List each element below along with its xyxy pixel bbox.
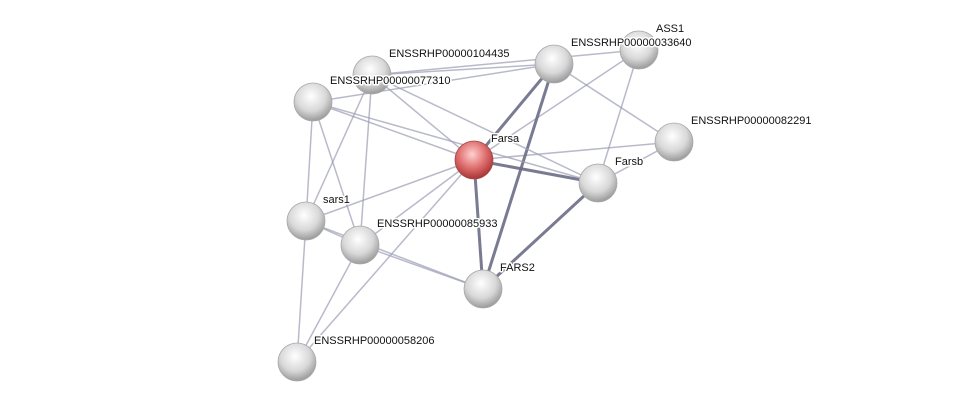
node-label-farsb: Farsb	[615, 156, 643, 168]
edge-n104435-ass1[interactable]	[371, 49, 640, 76]
node-label-n104435: ENSSRHP00000104435	[389, 48, 509, 60]
node-fars2[interactable]	[463, 269, 503, 309]
node-n85933[interactable]	[340, 225, 380, 265]
edge-farsa-fars2[interactable]	[472, 159, 485, 290]
node-label-n33640: ENSSRHP00000033640	[571, 37, 691, 49]
node-n104435[interactable]	[352, 55, 392, 95]
node-label-n77310: ENSSRHP00000077310	[330, 75, 450, 87]
node-n82291[interactable]	[654, 122, 694, 162]
node-label-n58206: ENSSRHP00000058206	[314, 335, 434, 347]
edge-sars1-n104435[interactable]	[305, 74, 373, 222]
edge-farsb-fars2[interactable]	[481, 181, 600, 291]
edge-farsa-n85933[interactable]	[359, 159, 475, 246]
edge-ass1-farsb[interactable]	[597, 49, 640, 184]
node-n58206[interactable]	[277, 342, 317, 382]
edge-farsa-sars1[interactable]	[305, 159, 475, 222]
edge-farsa-n33640[interactable]	[472, 63, 556, 161]
node-label-ass1: ASS1	[656, 23, 684, 35]
edge-farsa-farsb[interactable]	[473, 158, 599, 185]
edge-sars1-n58206[interactable]	[296, 220, 307, 363]
node-label-farsa: Farsa	[491, 133, 520, 145]
edge-n33640-n77310[interactable]	[312, 63, 555, 103]
node-label-n82291: ENSSRHP00000082291	[691, 115, 811, 127]
edge-n85933-n104435[interactable]	[359, 74, 373, 246]
edge-n85933-n58206[interactable]	[296, 244, 361, 363]
edge-n33640-n82291[interactable]	[553, 63, 675, 143]
node-label-n85933: ENSSRHP00000085933	[377, 218, 497, 230]
edge-n104435-farsb[interactable]	[371, 74, 599, 184]
edge-n77310-farsb[interactable]	[312, 101, 599, 184]
edge-n33640-n104435[interactable]	[371, 63, 555, 76]
node-n77310[interactable]	[293, 82, 333, 122]
edge-farsa-n77310[interactable]	[312, 101, 475, 161]
edge-farsa-ass1[interactable]	[473, 49, 640, 161]
node-farsb[interactable]	[578, 163, 618, 203]
node-farsa[interactable]	[454, 140, 494, 180]
node-ass1[interactable]	[619, 30, 659, 70]
node-label-sars1: sars1	[323, 194, 350, 206]
edge-n33640-fars2[interactable]	[481, 63, 556, 290]
edge-sars1-n77310[interactable]	[305, 101, 314, 222]
node-n33640[interactable]	[534, 44, 574, 84]
edge-farsa-n104435[interactable]	[371, 74, 475, 161]
node-label-fars2: FARS2	[500, 262, 535, 274]
edge-farsa-n58206[interactable]	[296, 159, 475, 363]
edge-n85933-n77310[interactable]	[312, 101, 361, 246]
edge-n85933-fars2[interactable]	[359, 244, 484, 290]
node-sars1[interactable]	[286, 201, 326, 241]
